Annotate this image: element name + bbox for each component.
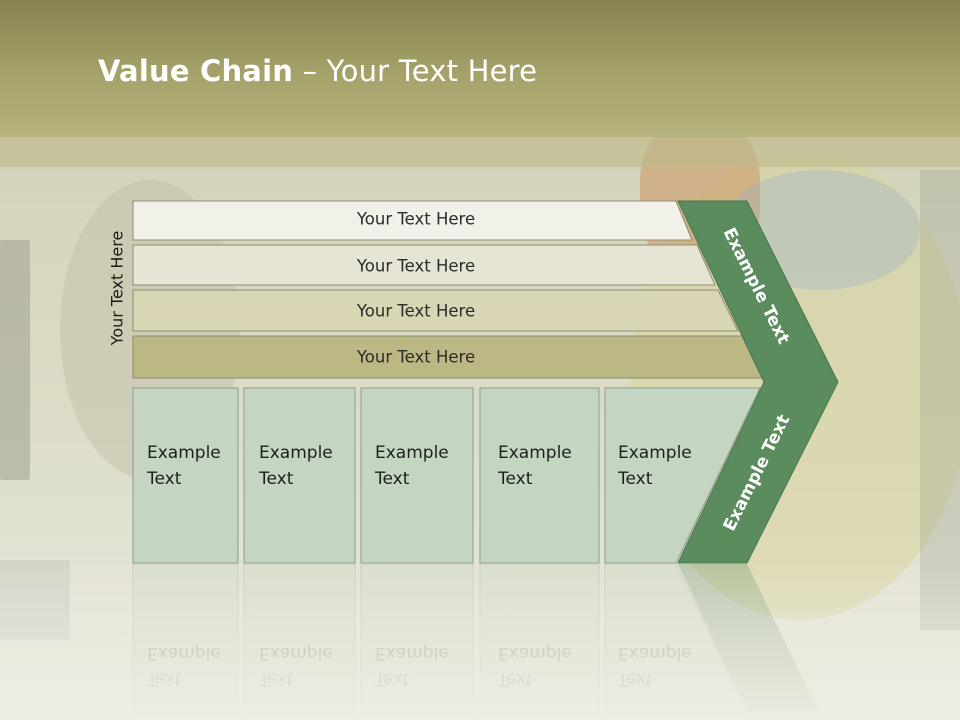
bar-3 [132, 289, 739, 332]
title-banner-strip [0, 137, 960, 167]
bar-4-label: Your Text Here [356, 347, 476, 367]
column-5-line1: Example [618, 443, 692, 463]
slide-title-rest: – Your Text Here [293, 54, 538, 88]
column-2-line1: Example [259, 443, 333, 463]
slide-title-bold: Value Chain [98, 54, 294, 88]
column-1-line2: Text [147, 469, 182, 489]
column-4-line1: Example [498, 443, 572, 463]
title-banner [0, 0, 960, 137]
column-4-line2: Text [498, 469, 533, 489]
bar-2 [132, 244, 716, 286]
column-box-3 [360, 387, 474, 564]
column-5-line2: Text [618, 469, 653, 489]
column-box-1 [132, 387, 239, 564]
column-box-4 [479, 387, 600, 564]
bar-2-label: Your Text Here [356, 256, 476, 276]
column-1-line1: Example [147, 443, 221, 463]
column-box-2 [243, 387, 356, 564]
column-box-5 [604, 387, 761, 564]
bar-3-label: Your Text Here [356, 301, 476, 321]
bar-1 [132, 200, 693, 241]
column-3-line2: Text [375, 469, 410, 489]
column-2-line2: Text [259, 469, 294, 489]
bar-1-label: Your Text Here [356, 209, 476, 229]
slide-title: Value Chain – Your Text Here [98, 54, 537, 94]
value-chevron [677, 200, 839, 564]
column-3-line1: Example [375, 443, 449, 463]
